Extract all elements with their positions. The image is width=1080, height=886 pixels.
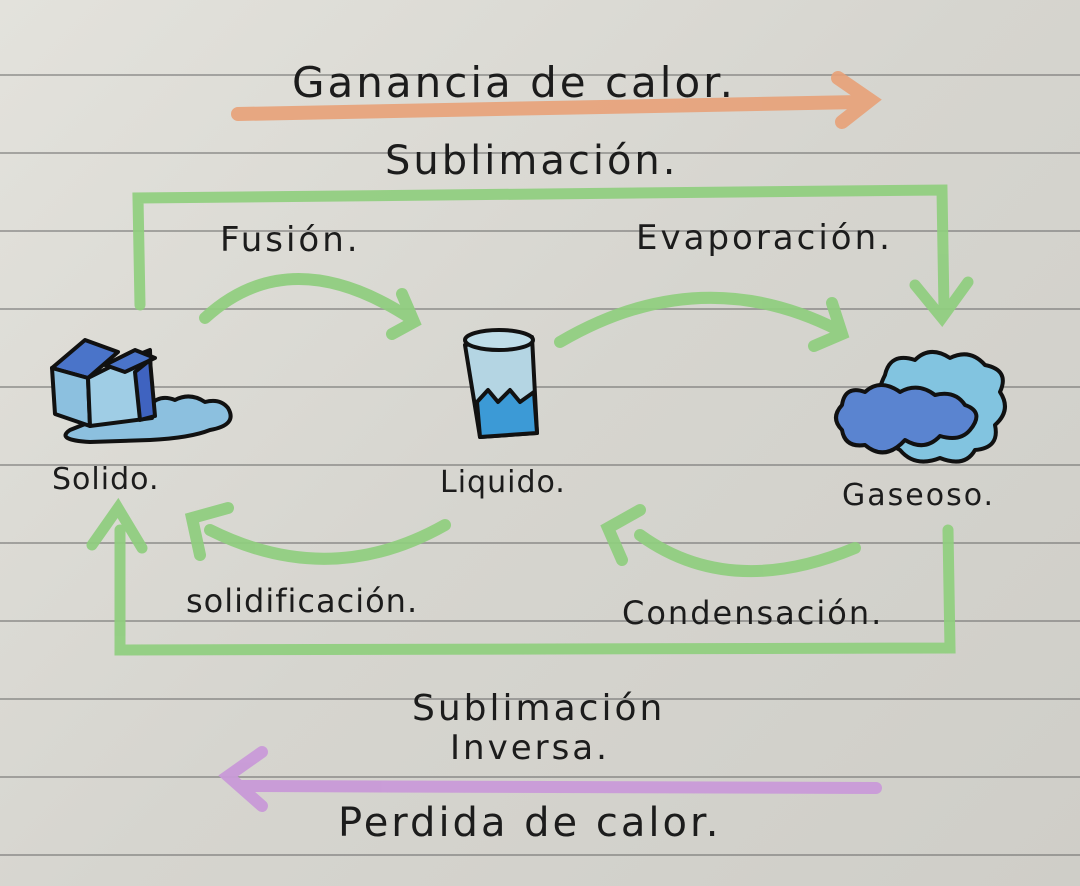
heat-loss-arrow: [218, 746, 882, 812]
reverse-sublimation-arrow: [86, 497, 956, 656]
evaporation-label: Evaporación.: [636, 218, 893, 258]
glass-of-water-icon: [463, 328, 539, 439]
condensation-arrow: [600, 504, 861, 578]
fusion-arrow: [199, 273, 422, 340]
heat-loss-label: Perdida de calor.: [338, 800, 722, 846]
sublimation-label: Sublimación.: [385, 138, 679, 184]
solid-state-label: Solido.: [52, 462, 160, 497]
ice-cube-icon: [50, 338, 233, 444]
gas-state-label: Gaseoso.: [842, 478, 996, 513]
reverse-sublimation-label-line1: Sublimación: [412, 688, 666, 729]
heat-gain-arrow: [231, 71, 882, 129]
sublimation-arrow: [132, 184, 974, 328]
cloud-icon: [834, 350, 1007, 464]
heat-gain-label: Ganancia de calor.: [292, 58, 736, 107]
reverse-sublimation-label-line2: Inversa.: [450, 728, 610, 768]
solidification-label: solidificación.: [186, 582, 419, 620]
solidification-arrow: [184, 502, 451, 565]
condensation-label: Condensación.: [622, 594, 884, 632]
fusion-label: Fusión.: [220, 220, 361, 260]
evaporation-arrow: [554, 291, 850, 352]
liquid-state-label: Liquido.: [440, 465, 566, 500]
